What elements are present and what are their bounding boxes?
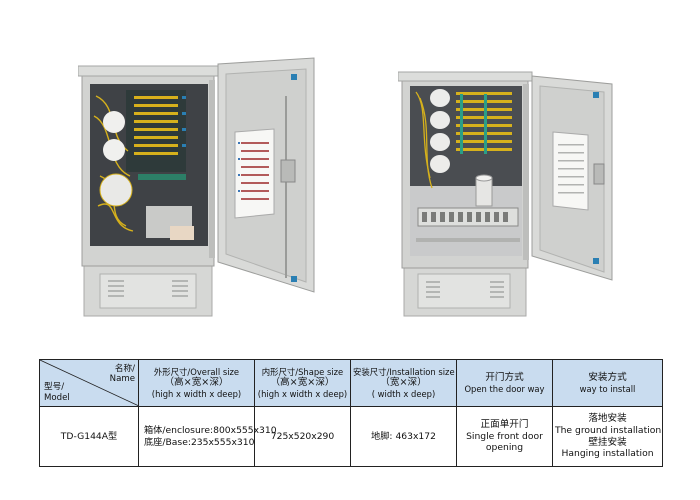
table-row: TD-G144A型 箱体/enclosure:800x555x310 底座/Ba…: [39, 406, 663, 467]
spec-table: 名称/ Name 型号/ Model 外形尺寸/Overall size （高×…: [39, 359, 663, 467]
cell-line: Single front door: [466, 430, 543, 442]
cell-shape-size: 725x520x290: [254, 406, 351, 467]
corner-name-en: Name: [109, 374, 135, 385]
cell-door-way: 正面单开门 Single front door opening: [456, 406, 553, 467]
cell-installation-size: 地脚: 463x172: [350, 406, 457, 467]
cell-line: opening: [485, 442, 524, 454]
table-header-row: 名称/ Name 型号/ Model 外形尺寸/Overall size （高×…: [39, 359, 663, 407]
cell-line: 底座/Base:235x555x310: [144, 436, 255, 448]
header-line: 开门方式: [485, 371, 524, 383]
corner-header-cell: 名称/ Name 型号/ Model: [39, 359, 139, 407]
cell-model: TD-G144A型: [39, 406, 139, 467]
header-install-way: 安装方式 way to install: [552, 359, 663, 407]
corner-model-en: Model: [44, 392, 70, 403]
cell-line: 落地安装: [588, 413, 627, 425]
header-line: (high x width x deep): [257, 388, 348, 399]
header-line: 内形尺寸/Shape size: [261, 366, 344, 377]
corner-name-label: 名称/ Name: [110, 364, 135, 385]
header-line: way to install: [579, 383, 636, 394]
product-photo-right: [398, 68, 616, 320]
cell-line: The ground installation: [555, 425, 662, 436]
header-line: （高×宽×深）: [164, 377, 229, 388]
cell-line: 箱体/enclosure:800x555x310: [144, 425, 277, 436]
header-line: （宽×深）: [380, 377, 427, 388]
diagonal-divider: [40, 360, 138, 406]
corner-model-label: 型号/ Model: [44, 382, 70, 403]
cell-line: 壁挂安装: [588, 436, 627, 448]
header-line: （高×宽×深）: [270, 377, 335, 388]
product-photo-left: [78, 56, 323, 318]
corner-model-zh: 型号/: [44, 382, 65, 393]
cell-overall-size: 箱体/enclosure:800x555x310 底座/Base:235x555…: [138, 406, 277, 467]
cell-line: 正面单开门: [480, 419, 529, 430]
cell-line: Hanging installation: [561, 448, 654, 460]
header-line: Open the door way: [464, 383, 545, 394]
header-line: 安装方式: [588, 371, 627, 383]
header-line: 安装尺寸/Installation size: [353, 366, 455, 377]
header-door-way: 开门方式 Open the door way: [456, 359, 553, 407]
header-shape-size: 内形尺寸/Shape size （高×宽×深） (high x width x …: [254, 359, 351, 407]
cell-install-way: 落地安装 The ground installation 壁挂安装 Hangin…: [552, 406, 663, 467]
header-line: (high x width x deep): [151, 388, 242, 399]
header-line: 外形尺寸/Overall size: [153, 366, 240, 377]
header-line: ( width x deep): [371, 388, 436, 399]
corner-name-zh: 名称/: [114, 364, 135, 374]
header-overall-size: 外形尺寸/Overall size （高×宽×深） (high x width …: [138, 359, 255, 407]
header-installation-size: 安装尺寸/Installation size （宽×深） ( width x d…: [350, 359, 457, 407]
